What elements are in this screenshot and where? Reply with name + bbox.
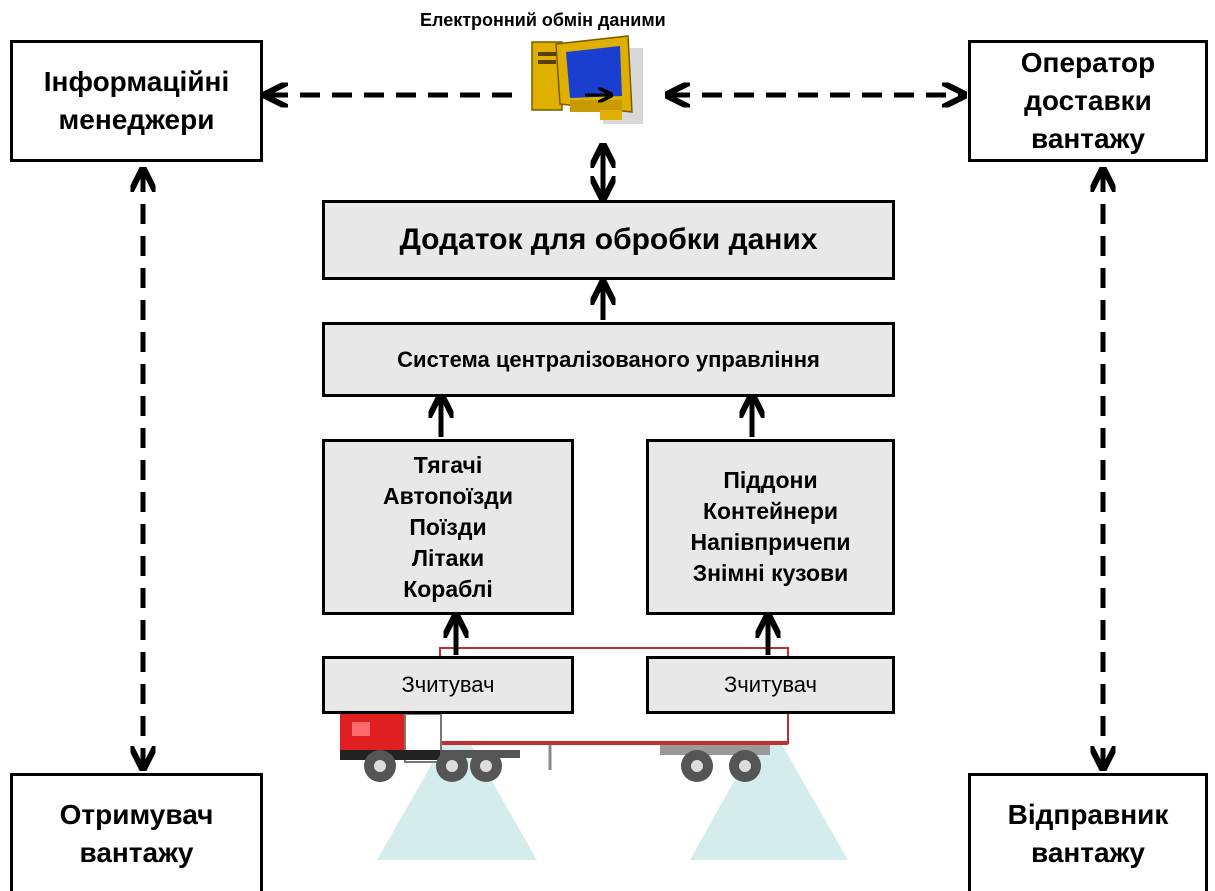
reader-right-box: Зчитувач (646, 656, 895, 714)
delivery-operator-line: Оператор (1020, 47, 1156, 78)
cargo-sender-line: вантажу (1030, 836, 1146, 868)
cargo-receiver-line: вантажу (79, 836, 194, 868)
reader-left-label: Зчитувач (401, 672, 495, 697)
vehicle-item: Поїзди (409, 513, 487, 540)
vehicle-item: Тягачі (413, 451, 483, 478)
central-system-label: Система централізованого управління (397, 346, 820, 372)
vehicle-item: Кораблі (403, 575, 493, 602)
cargo-receiver-line: Отримувач (59, 798, 214, 830)
container-item: Контейнери (702, 498, 839, 524)
reader-beam-icon (377, 720, 537, 860)
computer-icon (531, 35, 643, 124)
vehicles-box: Тягачі Автопоїзди Поїзди Літаки Кораблі (322, 439, 574, 615)
info-managers-line: Інформаційні (43, 66, 230, 97)
container-item: Напівпричепи (690, 529, 851, 555)
reader-beam-icon (690, 720, 848, 860)
info-managers-line: менеджери (58, 104, 215, 135)
delivery-operator-line: доставки (1024, 85, 1152, 116)
cargo-sender-box: Відправник вантажу (968, 773, 1208, 891)
cargo-sender-line: Відправник (1007, 798, 1169, 830)
reader-left-box: Зчитувач (322, 656, 574, 714)
info-managers-box: Інформаційні менеджери (10, 40, 263, 162)
vehicle-item: Літаки (411, 544, 485, 571)
container-item: Піддони (723, 467, 818, 493)
delivery-operator-box: Оператор доставки вантажу (968, 40, 1208, 162)
top-label: Електронний обмін даними (420, 10, 666, 30)
vehicle-item: Автопоїзди (382, 482, 514, 509)
container-item: Знімні кузови (692, 560, 849, 586)
data-app-box: Додаток для обробки даних (322, 200, 895, 280)
reader-right-label: Зчитувач (723, 672, 818, 697)
cargo-receiver-box: Отримувач вантажу (10, 773, 263, 891)
central-system-box: Система централізованого управління (322, 322, 895, 397)
containers-box: Піддони Контейнери Напівпричепи Знімні к… (646, 439, 895, 615)
data-app-label: Додаток для обробки даних (399, 223, 818, 256)
delivery-operator-line: вантажу (1030, 123, 1146, 154)
